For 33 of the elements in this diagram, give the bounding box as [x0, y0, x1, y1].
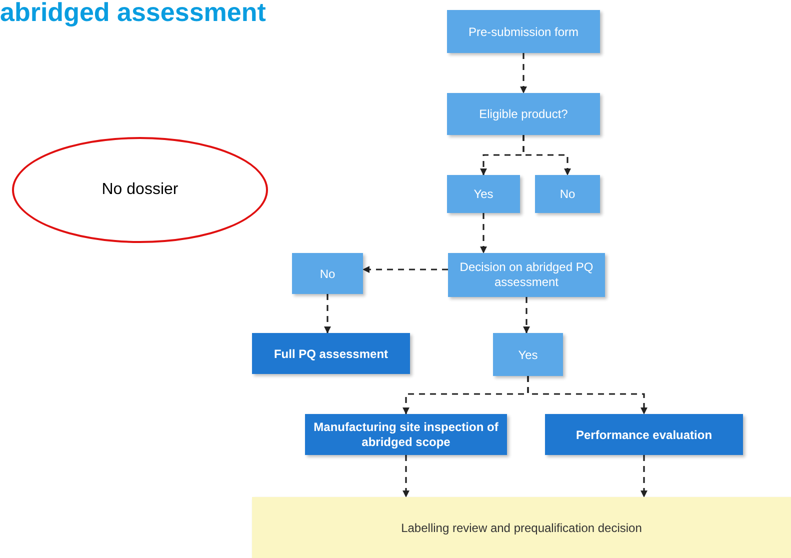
node-label: Eligible product?	[479, 106, 568, 123]
process-box	[305, 414, 507, 455]
arrow	[520, 53, 527, 94]
node-label: No	[320, 266, 336, 282]
node-label: Labelling review and prequalification decision	[401, 520, 642, 536]
node-label: Decision on abridged PQ assessment	[458, 260, 594, 290]
arrow	[402, 455, 410, 498]
node-label: No	[560, 186, 576, 203]
arrow	[640, 455, 648, 498]
process-box	[545, 414, 743, 455]
arrow	[362, 266, 448, 273]
decision-box	[447, 93, 600, 135]
process-box	[252, 333, 410, 374]
process-box	[447, 10, 600, 53]
answer-box	[493, 333, 563, 376]
node-label: Yes	[518, 346, 538, 364]
answer-box	[292, 253, 363, 294]
arrow	[527, 376, 648, 414]
diagram-title: abridged assessment	[0, 0, 266, 28]
answer-box	[535, 175, 600, 213]
node-label: No dossier	[102, 180, 178, 200]
node-label: Pre-submission form	[468, 24, 579, 40]
result-band	[252, 497, 791, 558]
decision-box	[448, 253, 605, 297]
node-label: Full PQ assessment	[274, 346, 388, 362]
arrow	[480, 213, 487, 254]
arrow	[324, 294, 331, 334]
arrow	[523, 297, 530, 334]
node-label: Yes	[474, 186, 494, 203]
answer-box	[447, 175, 520, 213]
node-label: Manufacturing site inspection of abridged scope	[313, 420, 499, 450]
arrow	[522, 135, 571, 176]
node-label: Performance evaluation	[576, 426, 712, 444]
